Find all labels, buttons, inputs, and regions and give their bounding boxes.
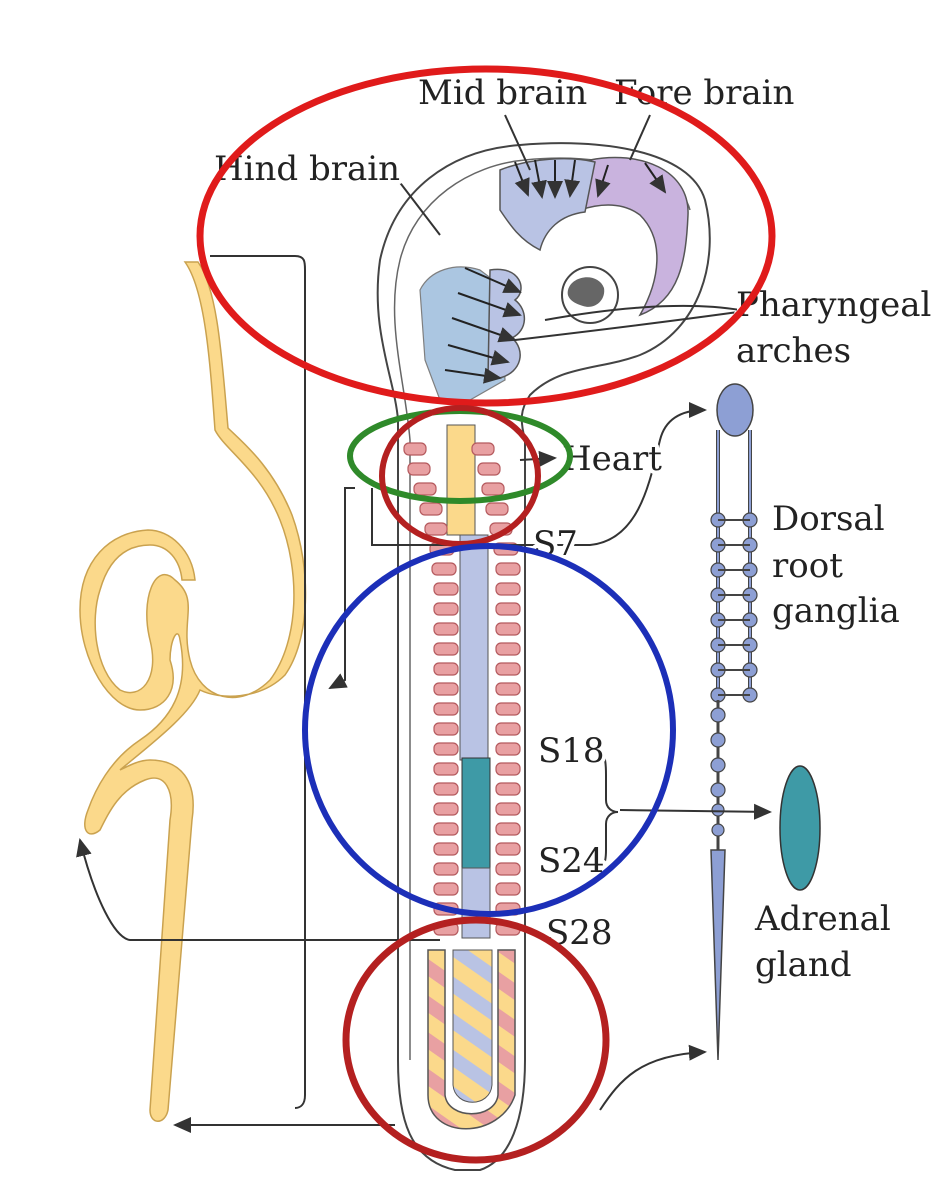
neural-tube-mid xyxy=(459,534,489,761)
label-s24: S24 xyxy=(538,841,605,881)
label-s28: S28 xyxy=(546,913,613,953)
label-pharyngeal: Pharyngeal xyxy=(736,285,931,325)
label-dorsal: Dorsal xyxy=(772,499,885,539)
label-heart: Heart xyxy=(562,439,662,479)
neural-tube-upper-yellow xyxy=(446,424,476,536)
adrenal-gland-shape xyxy=(779,765,821,891)
somites-right xyxy=(471,442,521,936)
neural-tube-lower xyxy=(461,867,491,939)
label-adrenal: Adrenal xyxy=(754,899,891,939)
label-mid-brain: Mid brain xyxy=(418,73,587,113)
annotation-darkred-circle-upper xyxy=(379,405,541,547)
annotation-darkred-circle-lower xyxy=(342,916,610,1164)
label-s18: S18 xyxy=(538,731,605,771)
label-arches: arches xyxy=(736,331,851,371)
gut-tube xyxy=(79,261,307,1122)
neural-tube-adrenal-segment xyxy=(461,757,491,869)
label-fore-brain: Fore brain xyxy=(614,73,794,113)
connector-lines xyxy=(76,114,772,1133)
annotation-red-ellipse-brain xyxy=(196,65,776,407)
tail-striped-region xyxy=(427,949,516,1130)
midbrain-region xyxy=(499,158,596,252)
annotation-blue-circle xyxy=(302,543,676,917)
dorsal-root-ganglia xyxy=(710,383,758,1061)
tail-inner-striped xyxy=(452,949,493,1103)
label-gland: gland xyxy=(755,945,852,985)
label-ganglia: ganglia xyxy=(772,591,900,631)
label-hind-brain: Hind brain xyxy=(214,149,400,189)
label-root: root xyxy=(772,546,843,586)
s18-s24-bracket xyxy=(591,749,619,873)
brain-migration-arrows xyxy=(444,159,667,384)
eye-lens xyxy=(567,277,605,307)
